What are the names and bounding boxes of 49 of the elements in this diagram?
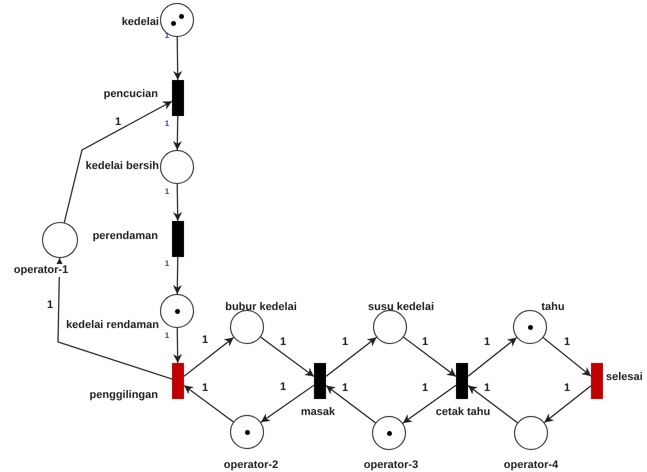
edge-label: 1 bbox=[422, 382, 428, 394]
place-label: operator-4 bbox=[504, 459, 558, 472]
edge-label: 1 bbox=[164, 332, 170, 340]
arrow bbox=[64, 100, 172, 223]
edge-label: 1 bbox=[342, 336, 348, 348]
transition-label: pencucian bbox=[104, 88, 158, 101]
arrow bbox=[468, 385, 518, 424]
arrow bbox=[544, 385, 592, 423]
edge-label: 1 bbox=[564, 382, 570, 394]
edge-label: 1 bbox=[280, 382, 286, 392]
arrow bbox=[326, 385, 376, 424]
transition-label: perendaman bbox=[92, 230, 158, 243]
arrow bbox=[184, 384, 234, 422]
arrow bbox=[173, 37, 182, 80]
arrow bbox=[260, 336, 314, 378]
edge-label: 1 bbox=[484, 382, 490, 394]
place-label: bubur kedelai bbox=[225, 301, 297, 314]
arrow bbox=[326, 336, 377, 377]
arrow bbox=[402, 384, 456, 424]
edge-label: 1 bbox=[342, 382, 348, 394]
edge-label: 1 bbox=[46, 300, 54, 310]
edge-label: 1 bbox=[564, 336, 570, 348]
edge-label: 1 bbox=[280, 336, 286, 348]
transition-label: selesai bbox=[606, 371, 643, 384]
edge-label: 1 bbox=[422, 336, 428, 348]
arrow bbox=[172, 116, 182, 150]
edge-label: 1 bbox=[164, 32, 170, 40]
place-label: operator-3 bbox=[364, 459, 418, 472]
edge-label: 1 bbox=[202, 382, 208, 394]
place-label: tahu bbox=[541, 301, 565, 314]
arrow bbox=[542, 337, 592, 377]
arrow bbox=[403, 336, 456, 377]
arrow bbox=[260, 384, 314, 423]
arrow bbox=[173, 184, 182, 221]
edge-label: 1 bbox=[164, 188, 170, 196]
arrow bbox=[468, 337, 518, 377]
place-label: operator-2 bbox=[224, 459, 278, 472]
edge-label: 1 bbox=[164, 120, 170, 128]
edge-label: 1 bbox=[164, 260, 170, 268]
arrow bbox=[184, 337, 234, 377]
place-label: susu kedelai bbox=[368, 301, 434, 314]
edge-label: 1 bbox=[202, 334, 208, 346]
edge-label: 1 bbox=[114, 116, 122, 128]
arrow bbox=[54, 258, 172, 380]
arrow bbox=[172, 257, 182, 294]
edge-label: 1 bbox=[484, 336, 490, 348]
place-label: operator-1 bbox=[14, 264, 68, 277]
arrow bbox=[173, 328, 182, 364]
transition-label: penggilingan bbox=[90, 389, 158, 402]
